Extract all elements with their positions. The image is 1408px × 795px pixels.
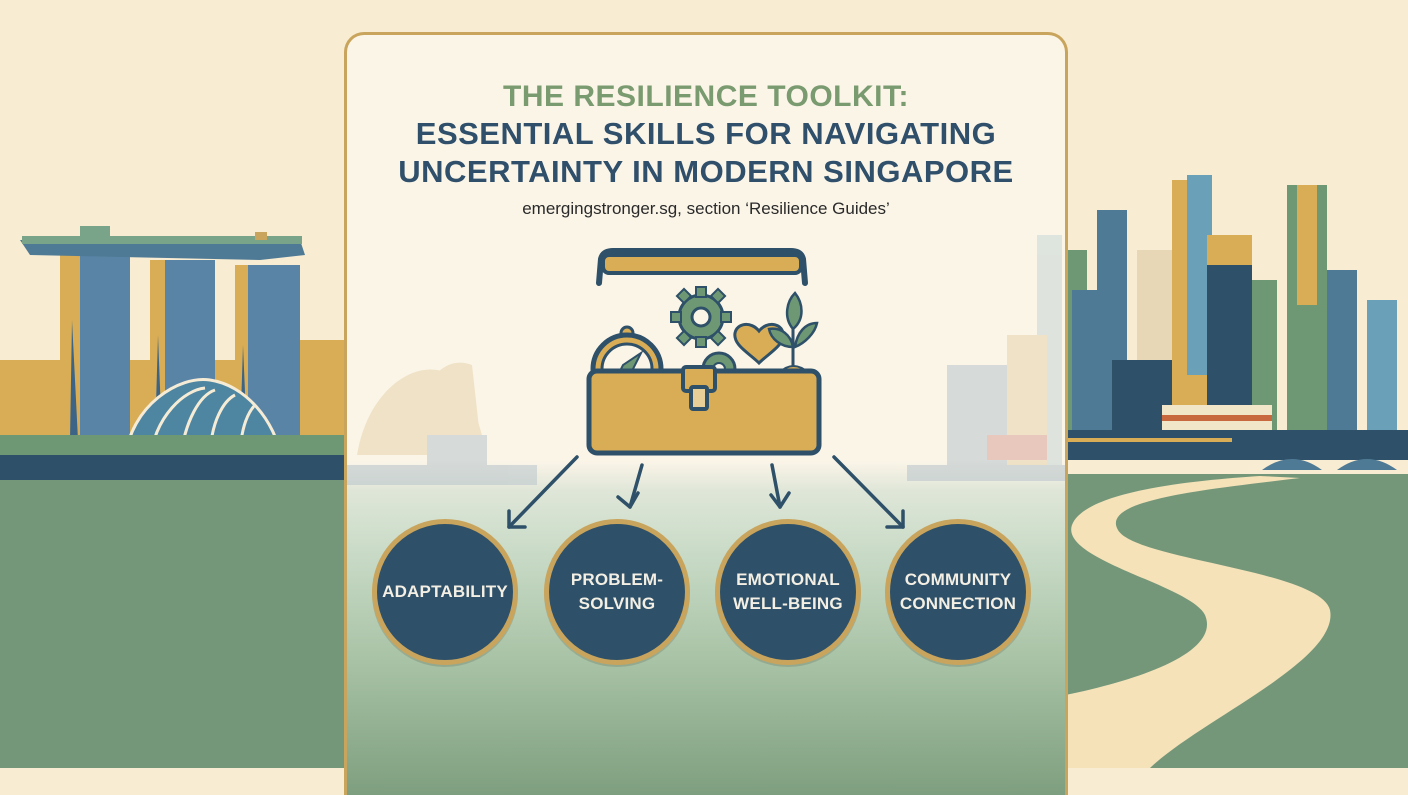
winding-path xyxy=(1040,476,1331,768)
skill-label-line2: SOLVING xyxy=(578,594,656,613)
skill-adaptability: ADAPTABILITY xyxy=(372,519,518,665)
title-line-3: UNCERTAINTY IN MODERN SINGAPORE xyxy=(398,154,1014,189)
skill-label-line1: ADAPTABILITY xyxy=(382,582,508,601)
gear-icon xyxy=(670,286,732,348)
marina-bay-sands-skyline xyxy=(0,226,345,480)
title-block: THE RESILIENCE TOOLKIT: ESSENTIAL SKILLS… xyxy=(347,79,1065,219)
title-line-2: ESSENTIAL SKILLS FOR NAVIGATING xyxy=(415,116,997,151)
title-line-1: THE RESILIENCE TOOLKIT: xyxy=(503,80,909,113)
toolbox-lid-icon xyxy=(596,248,808,286)
toolbox-icon xyxy=(586,248,822,456)
skill-label-line1: PROBLEM- xyxy=(570,570,664,589)
skill-label-line2: WELL-BEING xyxy=(733,594,843,613)
infographic-panel: THE RESILIENCE TOOLKIT: ESSENTIAL SKILLS… xyxy=(344,32,1068,795)
skill-label-line1: EMOTIONAL xyxy=(736,570,840,589)
faded-skyline xyxy=(347,235,1065,485)
connector-arrows xyxy=(507,455,905,529)
cbd-skyline xyxy=(1062,175,1408,470)
skill-label-line1: COMMUNITY xyxy=(904,570,1012,589)
source-caption: emergingstronger.sg, section ‘Resilience… xyxy=(522,199,890,218)
skill-emotional-well-being: EMOTIONAL WELL-BEING xyxy=(715,519,861,665)
skill-problem-solving: PROBLEM- SOLVING xyxy=(544,519,690,665)
latch-icon xyxy=(681,365,717,411)
skill-community-connection: COMMUNITY CONNECTION xyxy=(885,519,1031,665)
skill-label-line2: CONNECTION xyxy=(899,594,1017,613)
